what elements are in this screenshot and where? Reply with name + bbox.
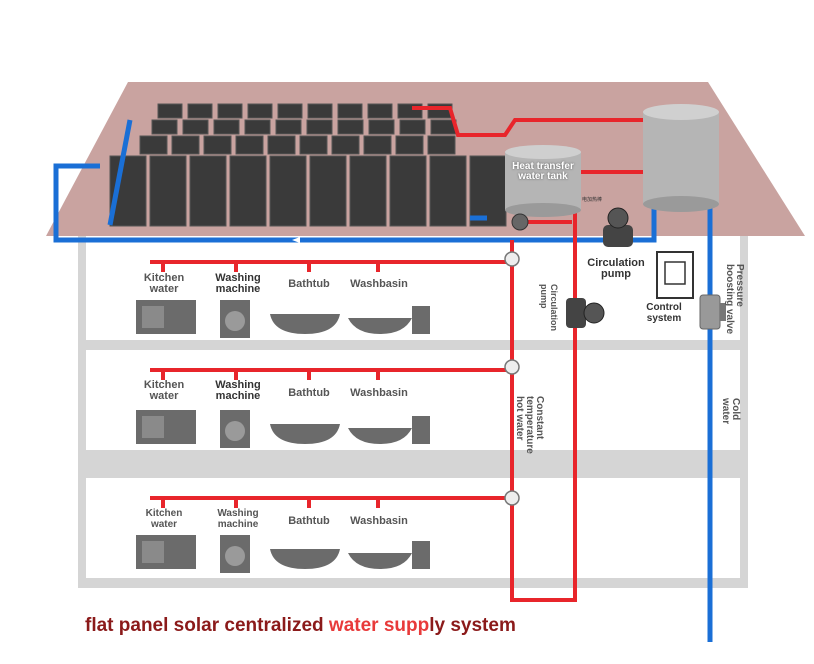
pressure-valve-icon — [699, 294, 726, 330]
solar-panel — [217, 103, 243, 119]
washing-label: Washing machine — [215, 379, 261, 402]
floor-fixtures — [136, 300, 430, 573]
washbasin-label: Washbasin — [350, 387, 408, 399]
caption-part-1: flat panel solar centralized — [85, 615, 329, 636]
pressure-valve-label: Pressure boosting valve — [724, 264, 745, 335]
building-frame — [78, 236, 748, 588]
washbasin-label: Washbasin — [350, 278, 408, 290]
solar-panel — [349, 155, 387, 227]
solar-panel-array — [109, 103, 507, 227]
solar-panel — [337, 119, 364, 135]
circulation-pump-vertical-icon — [566, 298, 605, 328]
solar-panel — [229, 155, 267, 227]
circulation-pump-label: Circulation pump — [587, 257, 645, 280]
sink-basin-icon — [142, 541, 164, 563]
bathtub-icon — [270, 314, 340, 334]
towel-icon — [412, 541, 430, 569]
solar-panel — [213, 119, 240, 135]
solar-panel — [307, 103, 333, 119]
caption-part-2: water supp — [328, 615, 430, 636]
solar-panel — [367, 103, 393, 119]
solar-panel — [244, 119, 271, 135]
solar-panel — [337, 103, 363, 119]
bathtub-label: Bathtub — [288, 278, 330, 290]
bathtub-icon — [270, 549, 340, 569]
solar-panel — [235, 135, 264, 155]
solar-panel — [182, 119, 209, 135]
solar-panel — [203, 135, 232, 155]
diagram-caption: flat panel solar centralized water suppl… — [85, 615, 516, 637]
bathtub-label: Bathtub — [288, 387, 330, 399]
solar-panel — [429, 155, 467, 227]
caption-part-3: ly system — [429, 615, 516, 636]
solar-panel — [269, 155, 307, 227]
heat-transfer-tank-label: Heat transfer water tank — [512, 161, 574, 182]
bathtub-label: Bathtub — [288, 515, 330, 527]
storage-tank — [643, 104, 719, 212]
washing-label: Washing machine — [217, 508, 259, 530]
solar-panel — [247, 103, 273, 119]
washbasin-icon — [348, 428, 412, 444]
control-system-label: Control system — [646, 302, 682, 324]
solar-panel — [331, 135, 360, 155]
cold-water-label: Cold water — [720, 398, 741, 425]
solar-panel — [151, 119, 178, 135]
kitchen-label: Kitchen water — [143, 379, 185, 402]
solar-panel — [299, 135, 328, 155]
washer-door-icon — [225, 546, 245, 566]
kitchen-label: Kitchen water — [143, 272, 185, 295]
solar-panel — [171, 135, 200, 155]
washer-door-icon — [225, 421, 245, 441]
solar-panel — [389, 155, 427, 227]
gauge-icon — [504, 251, 520, 506]
solar-panel — [395, 135, 424, 155]
solar-panel — [149, 155, 187, 227]
solar-panel — [267, 135, 296, 155]
solar-panel — [189, 155, 227, 227]
solar-panel — [368, 119, 395, 135]
sink-basin-icon — [142, 416, 164, 438]
tank-pump-icon — [511, 213, 529, 231]
solar-panel — [157, 103, 183, 119]
towel-icon — [412, 416, 430, 444]
sink-basin-icon — [142, 306, 164, 328]
bathtub-icon — [270, 424, 340, 444]
solar-panel — [427, 135, 456, 155]
solar-panel — [139, 135, 168, 155]
solar-panel — [306, 119, 333, 135]
heat-transfer-tank — [505, 145, 581, 217]
kitchen-label: Kitchen water — [145, 508, 183, 530]
hot-water-label: Constant temperature hot water — [514, 396, 545, 454]
control-system-box — [656, 251, 694, 299]
hot-water-pipe — [150, 106, 645, 602]
solar-panel — [363, 135, 392, 155]
towel-icon — [412, 306, 430, 334]
washer-door-icon — [225, 311, 245, 331]
solar-panel — [187, 103, 213, 119]
washbasin-icon — [348, 553, 412, 569]
circulation-pump-icon — [603, 207, 633, 247]
solar-panel — [275, 119, 302, 135]
washing-label: Washing machine — [215, 272, 261, 295]
cold-water-pipe — [53, 119, 713, 642]
heater-note: 电加热棒 — [582, 197, 603, 203]
flow-arrow-icon — [292, 237, 300, 243]
solar-panel — [399, 119, 426, 135]
circulation-pump-vertical-label: Circulation pump — [539, 284, 559, 332]
solar-panel — [277, 103, 303, 119]
washbasin-icon — [348, 318, 412, 334]
solar-panel — [309, 155, 347, 227]
washbasin-label: Washbasin — [350, 515, 408, 527]
